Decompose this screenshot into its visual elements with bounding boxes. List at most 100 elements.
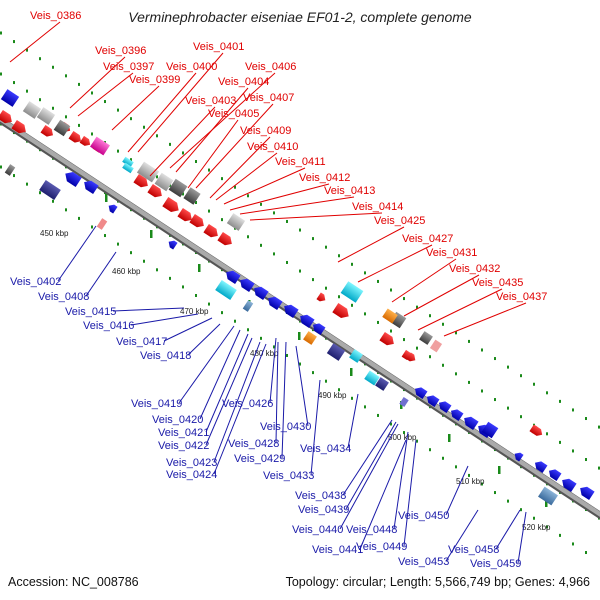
gene-label: Veis_0435: [472, 277, 523, 289]
gene-label: Veis_0438: [295, 490, 346, 502]
tick-dot: [429, 355, 431, 359]
leader-line: [209, 136, 271, 199]
major-tick: [298, 332, 301, 340]
forward-gene: [217, 231, 232, 246]
tick-dot: [377, 279, 379, 283]
tick-dot: [481, 348, 483, 352]
tick-dot: [208, 302, 210, 306]
leader-line: [391, 258, 457, 303]
leader-line: [137, 52, 224, 153]
reverse-gene: [514, 452, 524, 462]
gene-label: Veis_0423: [166, 457, 217, 469]
tick-dot: [416, 305, 418, 309]
tick-dot: [195, 201, 197, 205]
gene-label: Veis_0408: [38, 291, 89, 303]
leader-line: [178, 325, 235, 404]
gene-label: Veis_0437: [496, 291, 547, 303]
leader-line: [403, 439, 417, 547]
tick-dot: [247, 235, 249, 239]
gene-label: Veis_0428: [228, 438, 279, 450]
gene-label: Veis_0449: [356, 541, 407, 553]
tick-dot: [234, 185, 236, 189]
gene-label: Veis_0430: [260, 421, 311, 433]
reverse-gene: [254, 286, 269, 301]
tick-dot: [325, 379, 327, 383]
major-tick: [400, 401, 403, 409]
gene-box: [226, 213, 246, 231]
tick-dot: [91, 91, 93, 95]
kbp-tick-label: 510 kbp: [456, 477, 485, 486]
tick-dot: [416, 439, 418, 443]
leader-line: [345, 421, 397, 510]
gene-label: Veis_0415: [65, 306, 116, 318]
kbp-tick-label: 520 kbp: [522, 523, 551, 532]
leader-line: [77, 72, 134, 117]
gene-box: [538, 486, 558, 506]
forward-gene: [529, 424, 539, 434]
tick-dot: [117, 108, 119, 112]
tick-dot: [585, 417, 587, 421]
forward-gene: [133, 173, 148, 188]
tick-dot: [78, 82, 80, 86]
leader-line: [215, 152, 278, 201]
leader-line: [445, 465, 469, 516]
tick-dot: [52, 199, 54, 203]
leader-line: [9, 21, 61, 63]
tick-dot: [13, 81, 15, 85]
leader-line: [342, 419, 393, 496]
gene-labels: Veis_0386Veis_0396Veis_0397Veis_0399Veis…: [10, 10, 547, 570]
tick-dot: [104, 100, 106, 104]
forward-gene: [162, 197, 179, 212]
reverse-gene: [438, 401, 452, 414]
tick-dot: [390, 422, 392, 426]
tick-dot: [507, 499, 509, 503]
gene-label: Veis_0433: [263, 470, 314, 482]
reverse-gene: [65, 172, 82, 187]
gene-label: Veis_0409: [240, 125, 291, 137]
leader-line: [223, 167, 306, 205]
tick-dot: [273, 211, 275, 215]
tick-dot: [546, 432, 548, 436]
leader-line: [443, 302, 527, 337]
tick-dot: [520, 508, 522, 512]
tick-dot: [442, 456, 444, 460]
gene-box: [90, 136, 110, 156]
tick-dot: [39, 57, 41, 61]
tick-dot: [325, 286, 327, 290]
tick-dot: [286, 260, 288, 264]
gene-box: [382, 308, 398, 324]
tick-dot: [117, 242, 119, 246]
tick-dot: [338, 295, 340, 299]
tick-dot: [364, 312, 366, 316]
tick-dot: [533, 516, 535, 520]
tick-dot: [533, 382, 535, 386]
leader-line: [163, 317, 213, 342]
kbp-tick-label: 460 kbp: [112, 267, 141, 276]
tick-dot: [130, 158, 132, 162]
gene-box: [53, 119, 71, 137]
tick-dot: [377, 413, 379, 417]
leader-line: [275, 341, 279, 444]
genome-title: Verminephrobacter eiseniae EF01-2, compl…: [128, 9, 472, 25]
tick-dot: [130, 251, 132, 255]
tick-dot: [169, 142, 171, 146]
backbone: [0, 116, 600, 517]
gene-box: [168, 178, 188, 198]
backbone-group: [0, 115, 600, 520]
tick-dot: [26, 182, 28, 186]
tick-dot: [338, 254, 340, 258]
tick-dot: [13, 174, 15, 178]
gene-label: Veis_0439: [298, 504, 349, 516]
tick-dot: [494, 398, 496, 402]
gene-box: [22, 101, 42, 119]
tick-dot: [429, 448, 431, 452]
reverse-gene: [312, 323, 326, 336]
tick-dot: [156, 134, 158, 138]
tick-dot: [351, 396, 353, 400]
gene-box: [215, 280, 237, 300]
leader-line: [295, 345, 309, 427]
forward-gene: [147, 183, 162, 198]
tick-dot: [169, 276, 171, 280]
gene-label: Veis_0427: [402, 233, 453, 245]
reverse-gene: [300, 314, 315, 329]
